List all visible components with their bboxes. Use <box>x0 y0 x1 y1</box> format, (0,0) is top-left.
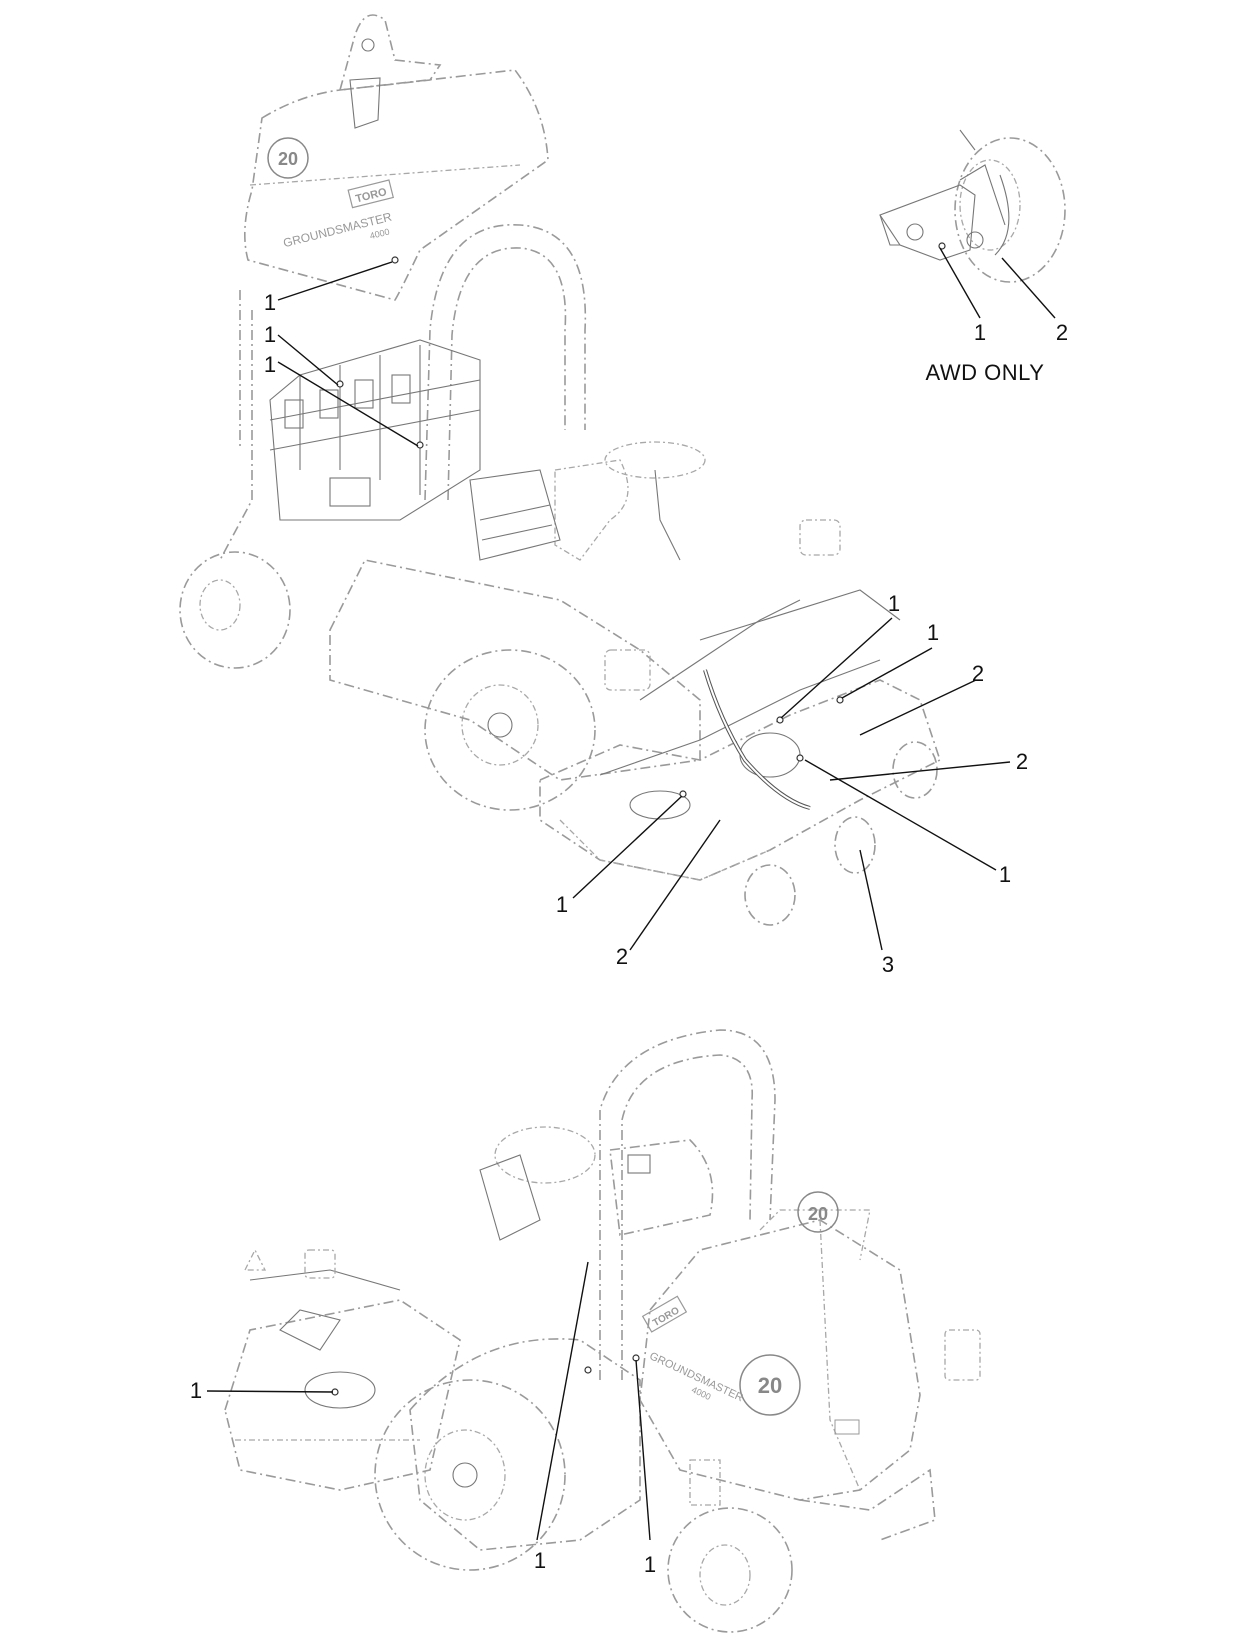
rear-wheel-top <box>179 551 291 669</box>
roll-bar <box>424 224 587 501</box>
callout-deck-1d: 1 <box>556 892 568 917</box>
callout-deck-1c: 1 <box>999 862 1011 887</box>
callout-awd-1: 1 <box>974 320 986 345</box>
leader-lines <box>206 247 1056 1541</box>
callouts: 1 1 1 1 2 1 1 2 2 1 1 2 3 1 1 1 <box>190 290 1068 1577</box>
sensor-deck-4 <box>836 696 844 704</box>
svg-text:20: 20 <box>758 1373 782 1398</box>
roll-bar-bottom <box>599 1029 776 1380</box>
awd-sensor <box>938 242 946 250</box>
callout-top-1a: 1 <box>264 290 276 315</box>
callout-top-1c: 1 <box>264 352 276 377</box>
svg-text:20: 20 <box>808 1204 828 1224</box>
callout-top-1b: 1 <box>264 322 276 347</box>
steering-wheel <box>604 441 706 479</box>
callout-deck-2b: 2 <box>1016 749 1028 774</box>
hood-badge-top: 20 <box>267 137 309 179</box>
rear-wheel-bottom <box>667 1507 793 1633</box>
sensor-bottom-bracket <box>584 1366 592 1374</box>
brand-logo-top: TORO GROUNDSMASTER 4000 <box>282 179 395 250</box>
callout-bottom-1b: 1 <box>534 1548 546 1573</box>
awd-only-label: AWD ONLY <box>926 360 1045 385</box>
callout-hose-3: 3 <box>882 952 894 977</box>
hood-cover <box>244 69 549 301</box>
cutting-deck-top <box>539 589 941 881</box>
awd-inset-illustration <box>879 129 1066 283</box>
callout-deck-1a: 1 <box>888 591 900 616</box>
sensor-engine-1 <box>336 380 344 388</box>
caster-wheel-3 <box>834 816 876 874</box>
hydraulic-hose <box>703 669 811 810</box>
light-left <box>604 649 651 691</box>
engine-block <box>269 339 481 521</box>
sensor-hood <box>391 256 399 264</box>
bottom-mower-illustration: 20 20 TORO GROUNDSMASTER 4000 <box>224 1029 981 1633</box>
front-wheel-bottom <box>374 1379 566 1571</box>
svg-text:4000: 4000 <box>369 227 391 242</box>
callout-deck-2a: 2 <box>972 661 984 686</box>
sensor-deck-2 <box>796 754 804 762</box>
front-wheel-top <box>424 649 596 811</box>
light-right <box>799 519 841 556</box>
steering-wheel-bottom <box>494 1126 596 1184</box>
sensor-engine-2 <box>416 441 424 449</box>
callout-awd-2: 2 <box>1056 320 1068 345</box>
caster-wheel-1 <box>744 864 796 926</box>
svg-text:20: 20 <box>278 149 298 169</box>
operator-seat <box>554 459 629 561</box>
hood-cover-bottom: 20 20 TORO GROUNDSMASTER 4000 <box>639 1191 921 1501</box>
callout-bottom-1c: 1 <box>644 1552 656 1577</box>
callout-deck-2c: 2 <box>616 944 628 969</box>
callout-deck-1b: 1 <box>927 620 939 645</box>
top-mower-illustration: 20 TORO GROUNDSMASTER 4000 <box>179 14 941 926</box>
sensor-deck-3 <box>679 790 687 798</box>
callout-bottom-1a: 1 <box>190 1378 202 1403</box>
sensor-deck-1 <box>776 716 784 724</box>
cutting-deck-bottom <box>224 1269 461 1491</box>
